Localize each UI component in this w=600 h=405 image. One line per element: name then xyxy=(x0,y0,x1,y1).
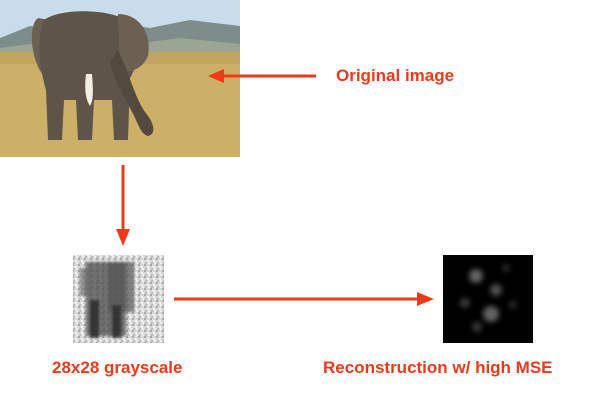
arrow-down xyxy=(116,165,130,246)
reconstruction-image xyxy=(443,255,533,343)
grayscale-image xyxy=(73,255,164,343)
elephant-ear-right xyxy=(118,14,149,72)
arrow-right xyxy=(174,292,434,306)
reconstruction-label: Reconstruction w/ high MSE xyxy=(323,358,553,377)
original-image xyxy=(0,0,240,157)
elephant-tusk xyxy=(85,74,93,106)
elephant-trunk xyxy=(110,50,154,136)
grayscale-label: 28x28 grayscale xyxy=(52,358,183,377)
elephant xyxy=(31,11,154,140)
arrow-to-original xyxy=(208,69,316,83)
original-image-label: Original image xyxy=(336,66,455,85)
